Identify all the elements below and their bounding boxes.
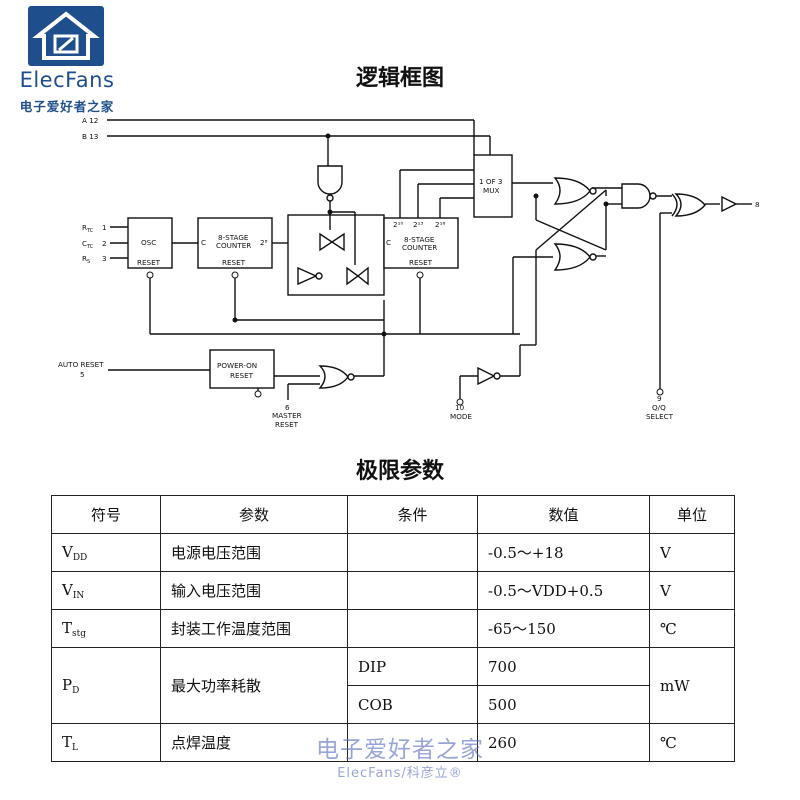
pin-b13-label: B 13: [82, 132, 98, 141]
table-row: COB 500: [52, 685, 735, 724]
cell-value: -0.5～VDD+0.5: [477, 571, 650, 610]
svg-text:RS: RS: [82, 254, 90, 265]
watermark-sub: ElecFans/科彦立®: [337, 766, 463, 781]
poweron-line2: RESET: [230, 371, 254, 380]
cell-value: 260: [477, 723, 650, 762]
cell-condition: [347, 723, 478, 762]
pin-rs-sub: S: [87, 259, 90, 265]
counter2-line1: 8-STAGE: [404, 235, 435, 244]
master-reset-line1: MASTER: [272, 411, 302, 420]
counter2-line2: COUNTER: [402, 243, 437, 252]
pin-rs-name: R: [82, 254, 87, 263]
counter2-tap-10: 2¹⁰: [393, 220, 403, 229]
mode-label: MODE: [450, 412, 472, 421]
cell-value: -0.5～+18: [477, 533, 650, 572]
cell-parameter: 点焊温度: [160, 723, 348, 762]
counter1-block: [197, 217, 273, 269]
counter2-tap-13: 2¹³: [413, 220, 423, 229]
pin-a12-label: A 12: [82, 116, 98, 125]
poweron-line1: POWER-ON: [217, 361, 257, 370]
osc-label: OSC: [141, 238, 156, 247]
cell-parameter: 最大功率耗散: [160, 647, 348, 724]
table-row: TL 点焊温度 260 ℃: [51, 723, 735, 762]
poweron-block: [209, 349, 275, 389]
counter2-c-label: C: [386, 238, 391, 247]
cell-condition: [347, 609, 478, 648]
qsel-num: 9: [657, 394, 662, 403]
pin-ctc-num: 2: [102, 239, 107, 248]
cell-condition: [347, 533, 478, 572]
header-condition: 条件: [347, 495, 478, 534]
table-row: VIN 输入电压范围 -0.5～VDD+0.5 V: [51, 571, 735, 610]
counter1-reset-label: RESET: [222, 258, 246, 267]
mux-line2: MUX: [483, 186, 499, 195]
mux-line1: 1 OF 3: [479, 177, 503, 186]
pin-ctc-sub: TC: [86, 244, 94, 250]
qsel-line2: SELECT: [646, 412, 674, 421]
pin-rtc-num: 1: [102, 223, 107, 232]
cell-unit: ℃: [649, 723, 735, 762]
output-pin-num: 8: [755, 200, 760, 209]
cell-condition: [347, 571, 478, 610]
counter1-c-label: C: [201, 238, 206, 247]
qsel-line1: Q/Q: [652, 403, 666, 412]
header-parameter: 参数: [160, 495, 348, 534]
cell-unit: V: [649, 533, 735, 572]
mux-block: [473, 154, 513, 218]
svg-text:CTC: CTC: [82, 239, 94, 250]
cell-parameter: 输入电压范围: [160, 571, 348, 610]
logic-block-diagram: A 12 B 13 RTC 1 CTC 2 RS 3 OSC RESET C 8…: [58, 116, 760, 429]
cell-value: 500: [477, 685, 650, 724]
pin-ctc-name: C: [82, 239, 87, 248]
table-row: Tstg 封装工作温度范围 -65～150 ℃: [51, 609, 735, 648]
pin-rtc-name: R: [82, 223, 87, 232]
diagram-title: 逻辑框图: [355, 66, 444, 91]
pin-rs-num: 3: [102, 254, 107, 263]
cell-unit: ℃: [649, 609, 735, 648]
limits-table: 符号 参数 条件 数值 单位 VDD 电源电压范围 -0.5～+18 V VIN…: [51, 495, 735, 762]
counter2-tap-16: 2¹⁶: [435, 220, 445, 229]
osc-block: [127, 217, 173, 269]
counter1-line1: 8-STAGE: [218, 233, 249, 242]
cell-symbol: PD: [51, 647, 161, 724]
table-row: VDD 电源电压范围 -0.5～+18 V: [51, 533, 735, 572]
mode-num: 10: [455, 403, 465, 412]
pin-rtc-sub: TC: [86, 228, 94, 234]
counter2-block: [383, 217, 459, 269]
header-unit: 单位: [649, 495, 735, 534]
cell-symbol: Tstg: [51, 609, 161, 648]
logo-brand-text: ElecFans: [19, 68, 115, 92]
table-row: PD 最大功率耗散 DIP 700 mW: [51, 647, 735, 724]
auto-reset-label: AUTO RESET: [58, 360, 104, 369]
header-symbol: 符号: [51, 495, 161, 534]
cell-value: 700: [477, 647, 650, 686]
cell-value: -65～150: [477, 609, 650, 648]
master-reset-line2: RESET: [275, 420, 299, 429]
osc-reset-label: RESET: [137, 258, 161, 267]
counter2-reset-label: RESET: [409, 258, 433, 267]
cell-condition: DIP: [347, 647, 478, 686]
counter1-out-label: 2⁸: [260, 238, 268, 247]
cell-symbol: VIN: [51, 571, 161, 610]
cell-parameter: 电源电压范围: [160, 533, 348, 572]
svg-text:RTC: RTC: [82, 223, 94, 234]
cell-symbol: VDD: [51, 533, 161, 572]
master-reset-num: 6: [285, 403, 290, 412]
cell-unit: mW: [649, 647, 735, 724]
cell-parameter: 封装工作温度范围: [160, 609, 348, 648]
cell-unit: V: [649, 571, 735, 610]
counter1-line2: COUNTER: [216, 241, 251, 250]
logo-subtitle: 电子爱好者之家: [19, 99, 115, 114]
limits-title: 极限参数: [355, 459, 444, 484]
house-logo-icon: [28, 6, 104, 66]
header-value: 数值: [477, 495, 650, 534]
auto-reset-num: 5: [80, 370, 85, 379]
cell-symbol: TL: [51, 723, 161, 762]
elecfans-logo: ElecFans 电子爱好者之家: [6, 6, 128, 116]
cell-condition: COB: [347, 685, 478, 724]
table-header-row: 符号 参数 条件 数值 单位: [51, 495, 735, 534]
